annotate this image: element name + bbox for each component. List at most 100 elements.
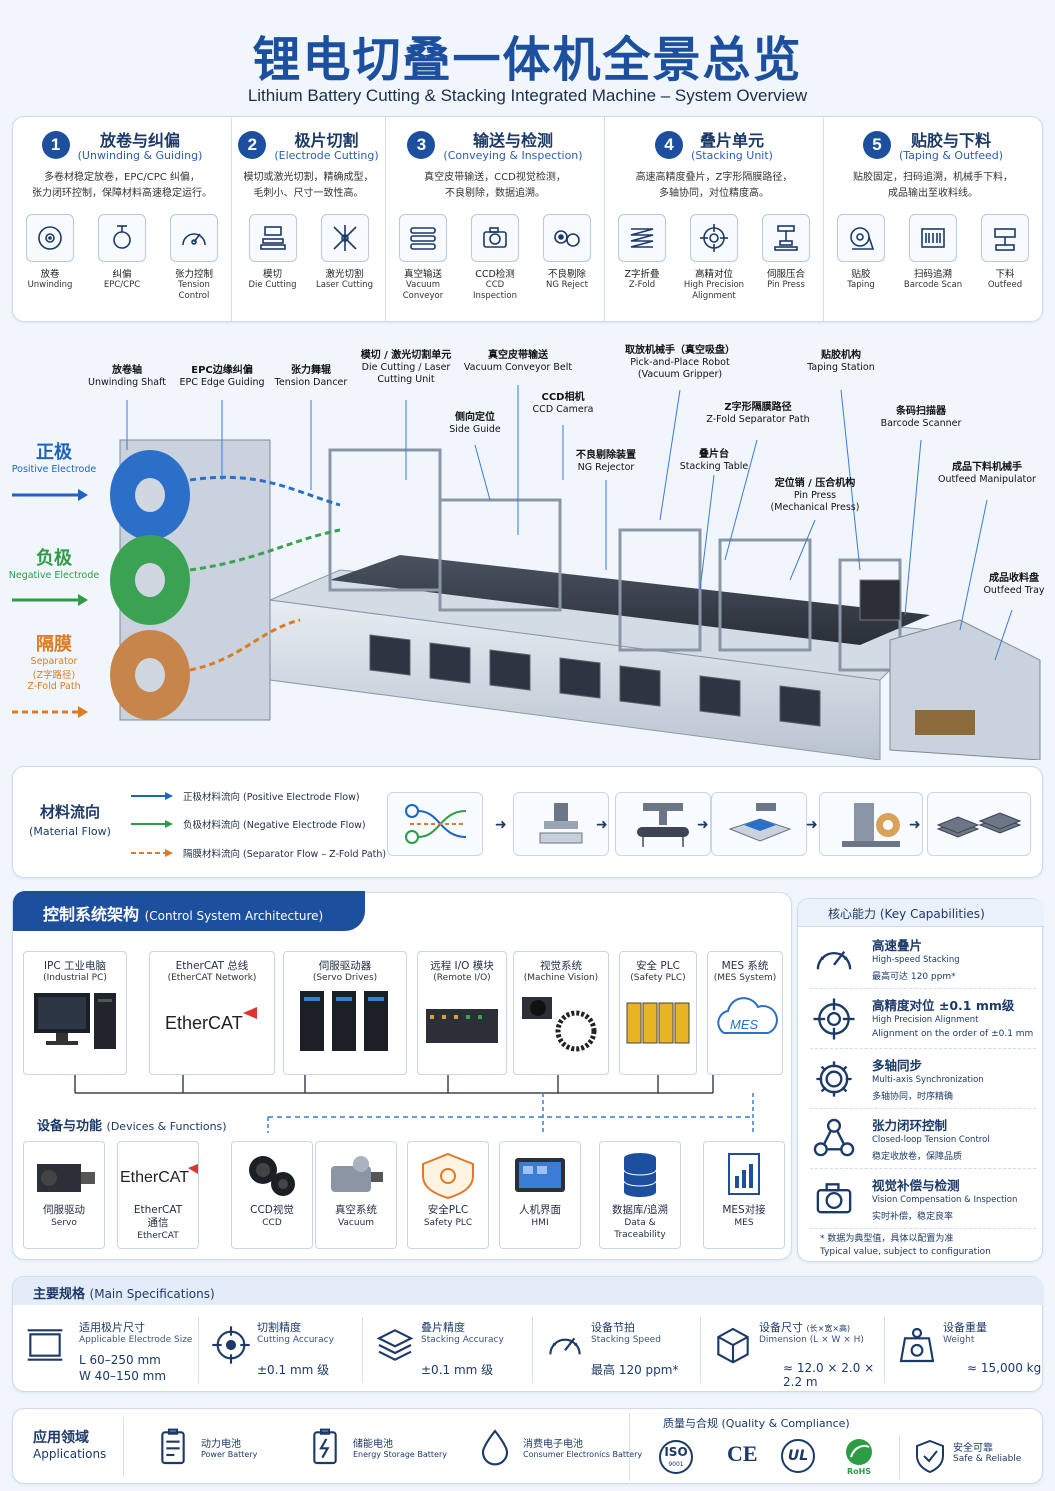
separator-roll-icon [110,630,190,720]
tension-icon [812,1117,856,1165]
device-icon [600,1150,680,1204]
control-node-icon [24,989,126,1057]
control-node-icon [514,989,608,1057]
svg-text:EtherCAT: EtherCAT [120,1169,189,1186]
control-node: MES 系统(MES System)MES [707,951,783,1075]
spec-item: 切割精度 Cutting Accuracy ±0.1 mm 级 [199,1317,363,1383]
positive-roll-icon [110,450,190,540]
legend-negative: 负极材料流向 (Negative Electrode Flow) [131,817,366,831]
material-flow-title: 材料流向(Material Flow) [29,803,111,838]
step-title: 叠片单元 [699,131,764,150]
step-subtitle: (Electrode Cutting) [274,149,379,162]
spec-item: 叠片精度 Stacking Accuracy ±0.1 mm 级 [363,1317,533,1383]
step-number-badge: 2 [238,130,267,159]
battery-doc-icon [153,1427,193,1471]
laser-icon [320,214,369,262]
speed-icon [812,937,856,985]
crosshair-icon [211,1325,251,1369]
bus-lines [74,1075,754,1133]
flow-finished-stack-icon [927,792,1031,856]
camera-icon [812,1177,856,1225]
svg-text:EtherCAT: EtherCAT [165,1013,243,1033]
epc-icon [98,214,146,262]
device-icon [24,1150,104,1204]
cube-icon [713,1325,753,1369]
conveyor-icon [399,214,447,262]
control-system-panel: 控制系统架构 (Control System Architecture) IPC… [12,891,792,1260]
spec-item: 设备重量 Weight ≈ 15,000 kg [885,1317,1044,1383]
material-flow-panel: 材料流向(Material Flow) 正极材料流向 (Positive Ele… [12,766,1043,878]
device-icon [500,1150,580,1204]
flow-conveyor-icon [615,792,711,856]
press-icon [762,214,810,262]
step-number-badge: 5 [862,130,891,159]
control-node-icon: EtherCAT [150,989,274,1057]
target-icon [812,997,856,1045]
flow-stacking-icon [711,792,807,856]
step-title: 极片切割 [294,131,359,150]
control-node: 安全 PLC(Safety PLC) [619,951,697,1075]
flow-cutting-icon [513,792,609,856]
layers-icon [375,1325,415,1369]
page-subtitle: Lithium Battery Cutting & Stacking Integ… [247,86,808,105]
control-node: IPC 工业电脑(Industrial PC) [23,951,127,1075]
step-description: 多卷材稳定放卷，EPC/CPC 纠偏，张力闭环控制，保障材料高速稳定运行。 [32,172,212,199]
spec-item: 适用极片尺寸 Applicable Electrode Size L 60–25… [13,1317,199,1383]
step-subtitle: (Conveying & Inspection) [443,149,583,162]
device-icon [232,1150,312,1204]
step-title: 贴胶与下料 [910,131,991,150]
step-number-badge: 4 [655,130,684,159]
control-node: 远程 I/O 模块(Remote I/O) [417,951,507,1075]
spec-item: 设备尺寸 (长×宽×高) Dimension (L × W × H) ≈ 12.… [701,1317,885,1389]
shield-check-icon [915,1439,945,1477]
size-icon [25,1325,65,1369]
quality-title: 质量与合规 (Quality & Compliance) [663,1417,850,1430]
flow-unwind-icon [387,792,483,856]
target-icon [690,214,738,262]
step-title: 输送与检测 [472,131,553,150]
device-icon: EtherCAT [118,1150,198,1204]
devices-title: 设备与功能 (Devices & Functions) [37,1119,227,1134]
device-icon [316,1150,396,1204]
step-description: 真空皮带输送，CCD视觉检测，不良剔除，数据追溯。 [424,172,566,199]
step-description: 高速高精度叠片，Z字形隔膜路径，多轴协同，对位精度高。 [635,172,793,199]
control-node-icon [418,989,506,1057]
camera-icon [471,214,519,262]
svg-text:MES: MES [730,1017,759,1032]
device-icon [408,1150,488,1204]
specs-title: 主要规格 (Main Specifications) [13,1277,1044,1305]
battery-bolt-icon [305,1427,345,1471]
step-title: 放卷与纠偏 [99,131,180,150]
